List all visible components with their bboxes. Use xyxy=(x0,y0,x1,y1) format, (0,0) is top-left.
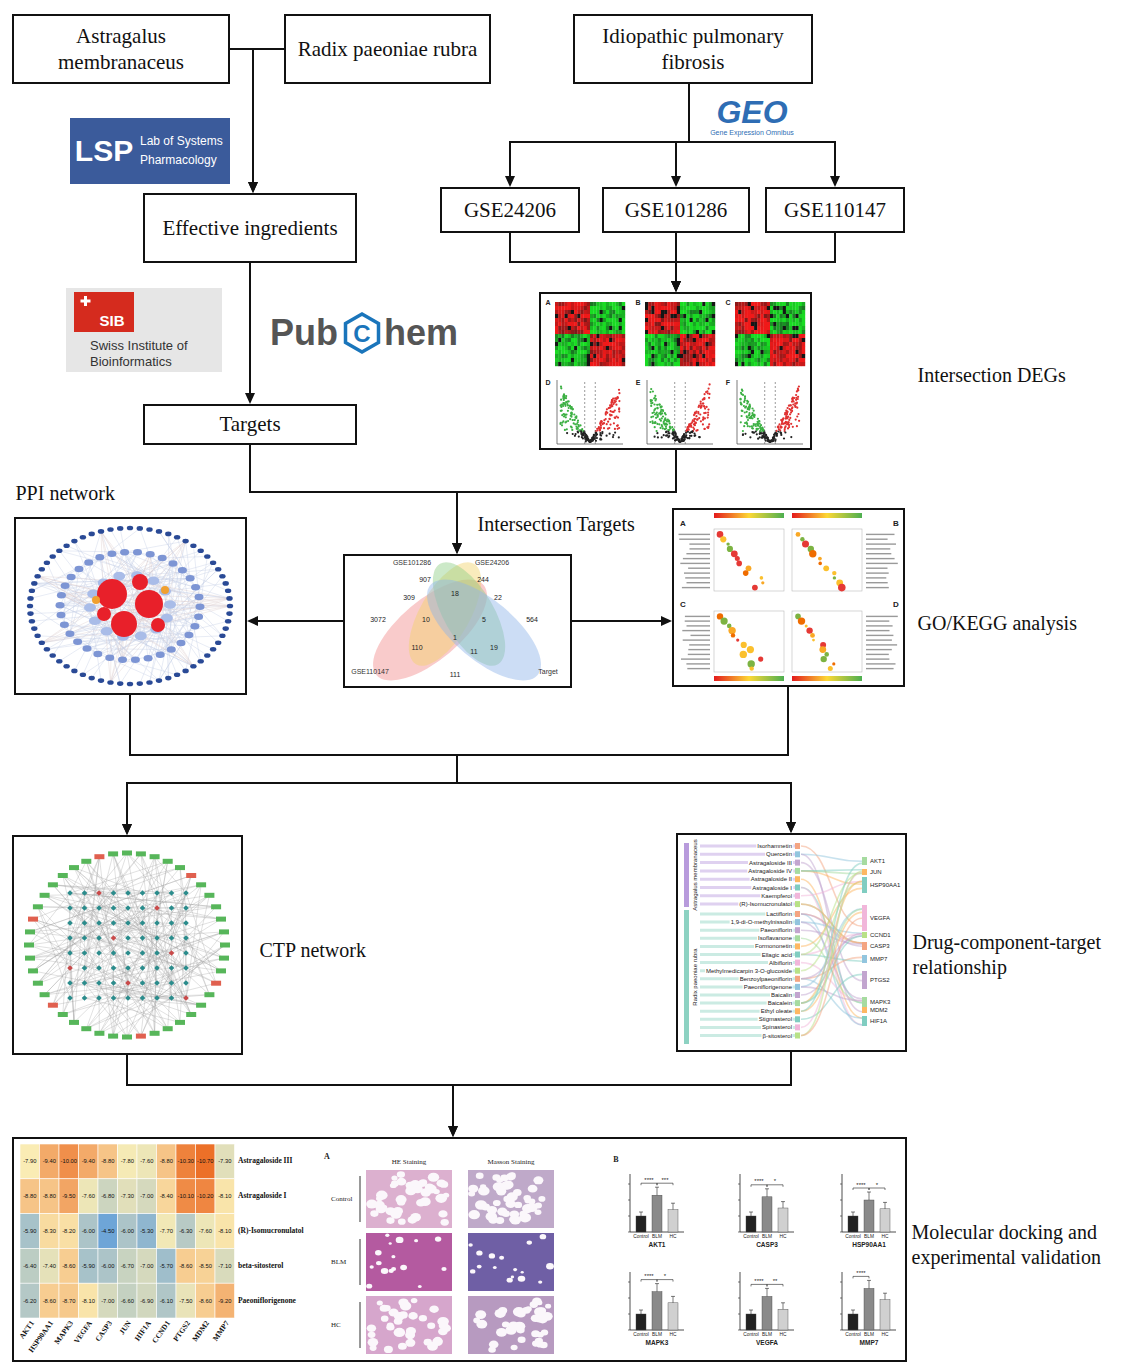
page: Astragalus membranaceusRadix paeoniae ru… xyxy=(0,0,1140,1365)
